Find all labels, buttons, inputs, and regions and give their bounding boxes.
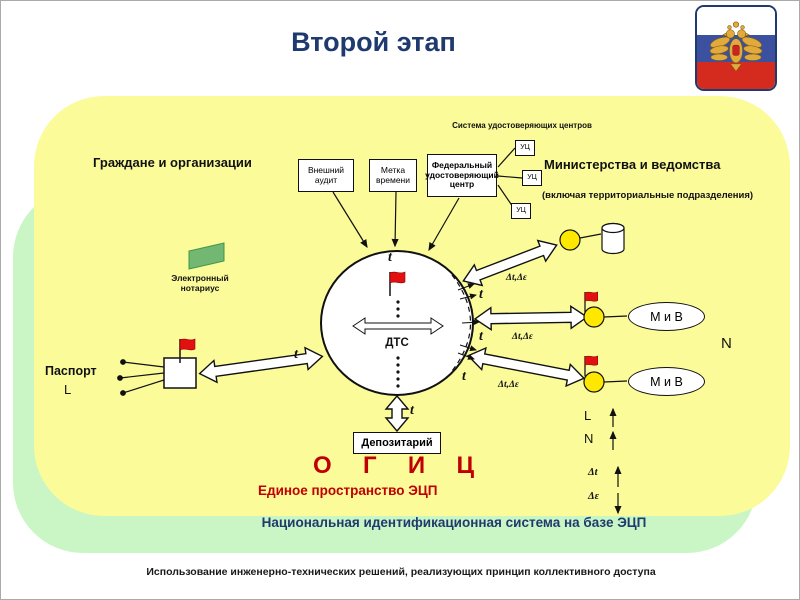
dt-de-annotation: Δt,Δε <box>506 273 527 283</box>
notary-label: Электронный нотариус <box>171 273 229 293</box>
node-uc-1: УЦ <box>515 140 535 156</box>
node-miv-1: М и В <box>628 302 705 331</box>
slide-title: Второй этап <box>291 27 456 57</box>
t-annotation: t <box>388 250 392 265</box>
uc-system-label: Система удостоверяющих центров <box>452 121 592 130</box>
t-annotation: t <box>479 287 483 302</box>
group-citizens-label: Граждане и организации <box>93 155 252 170</box>
national-system-band: Национальная идентификационная система н… <box>261 515 647 530</box>
passport-label: Паспорт <box>45 364 97 378</box>
n-annotation: N <box>584 431 594 446</box>
node-uc-2: УЦ <box>522 170 542 186</box>
t-annotation: t <box>479 329 483 344</box>
dt-de-annotation: Δt,Δε <box>512 332 533 342</box>
t-annotation: t <box>410 403 414 418</box>
dts-label: ДТС <box>385 337 409 349</box>
ogic-label: О Г И Ц <box>312 452 481 479</box>
node-depository: Депозитарий <box>353 432 441 454</box>
esp-label: Единое пространство ЭЦП <box>258 483 438 498</box>
dt-de-annotation: Δt,Δε <box>498 380 519 390</box>
russia-coat-of-arms <box>695 5 777 91</box>
group-ministries-label: Министерства и ведомства <box>544 157 721 172</box>
node-federal-ca: Федеральный удостоверяющий центр <box>425 154 499 197</box>
dt-annotation: Δt <box>588 467 598 478</box>
passport-index-label: L <box>64 382 72 397</box>
t-annotation: t <box>294 347 298 362</box>
t-annotation: t <box>462 369 466 384</box>
node-miv-2: М и В <box>628 367 705 396</box>
node-time-stamp: Метка времени <box>369 159 417 192</box>
l-annotation: L <box>584 408 592 423</box>
slide-footer: Использование инженерно-технических реше… <box>146 566 656 578</box>
node-external-audit: Внешний аудит <box>298 159 354 192</box>
n-annotation: N <box>721 335 732 352</box>
flag-stripe-white <box>697 7 775 35</box>
double-eagle-icon <box>709 21 763 72</box>
de-annotation: Δε <box>588 491 599 502</box>
node-uc-3: УЦ <box>511 203 531 219</box>
ministries-note-label: (включая территориальные подразделения) <box>542 190 754 201</box>
